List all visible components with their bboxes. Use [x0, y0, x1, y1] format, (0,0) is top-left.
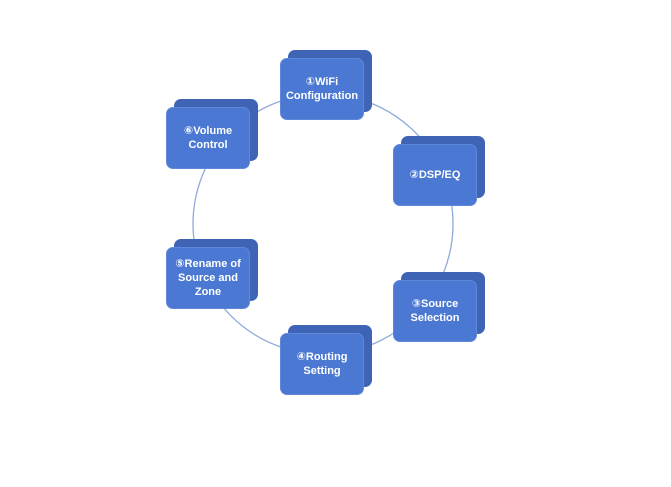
step-wifi-configuration: ①WiFi Configuration	[280, 50, 372, 120]
step-label-routing-setting: ④Routing Setting	[280, 333, 364, 395]
step-label-source-selection: ③Source Selection	[393, 280, 477, 342]
step-label-dsp-eq: ②DSP/EQ	[393, 144, 477, 206]
step-label-volume-control: ⑥Volume Control	[166, 107, 250, 169]
step-routing-setting: ④Routing Setting	[280, 325, 372, 395]
step-source-selection: ③Source Selection	[393, 272, 485, 342]
step-rename-source-zone: ⑤Rename of Source and Zone	[166, 239, 258, 309]
step-label-wifi-configuration: ①WiFi Configuration	[280, 58, 364, 120]
step-label-rename-source-zone: ⑤Rename of Source and Zone	[166, 247, 250, 309]
step-volume-control: ⑥Volume Control	[166, 99, 258, 169]
step-dsp-eq: ②DSP/EQ	[393, 136, 485, 206]
